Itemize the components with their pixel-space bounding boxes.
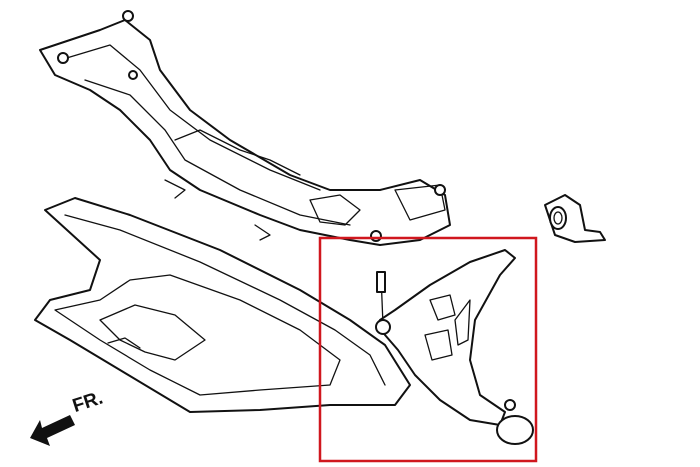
control-arm xyxy=(375,249,534,445)
front-direction-arrow-icon xyxy=(30,415,75,446)
highlight-box xyxy=(318,236,538,463)
under-tray xyxy=(34,197,411,413)
bushing-part xyxy=(544,194,606,243)
front-subframe xyxy=(39,10,451,246)
